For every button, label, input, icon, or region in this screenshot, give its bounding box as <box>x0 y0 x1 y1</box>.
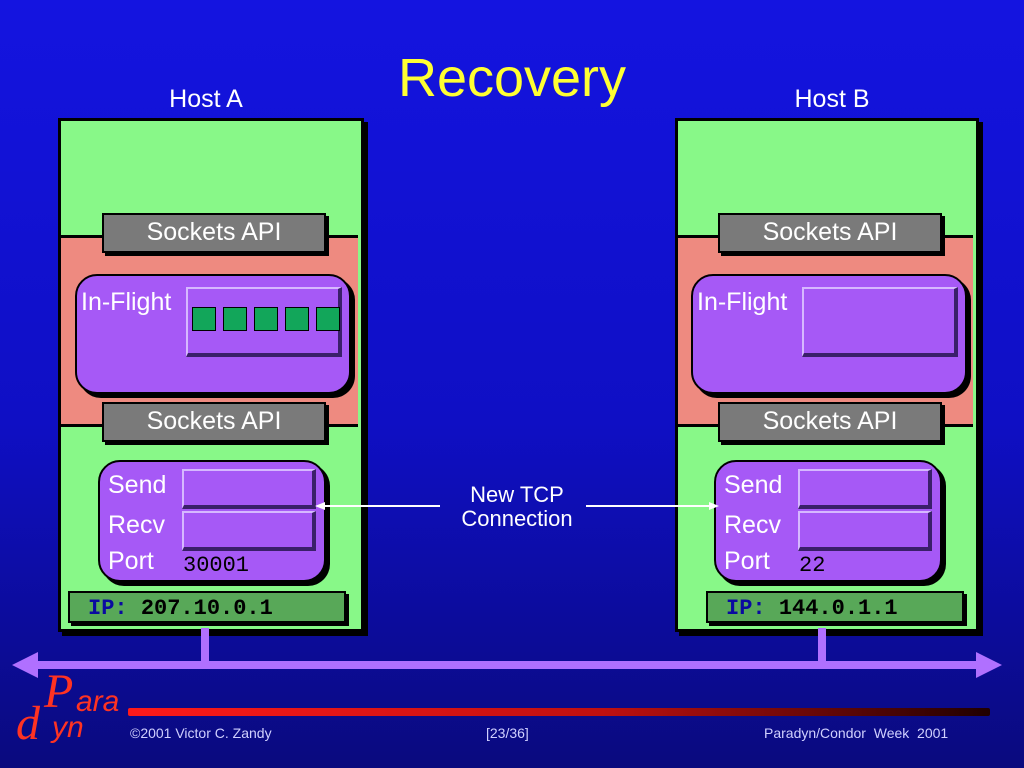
host-b-port-label: Port <box>724 547 770 575</box>
host-b-send-buffer <box>798 469 932 509</box>
slide-title: Recovery <box>397 48 627 108</box>
network-arrowhead-right <box>976 652 1002 678</box>
host-b-label: Host B <box>794 85 870 113</box>
tcp-arrowhead-right <box>709 502 719 510</box>
host-a-port-value: 30001 <box>183 553 250 578</box>
host-a-ip-label: IP: <box>88 596 128 621</box>
in-flight-packet <box>192 307 216 331</box>
host-b-recv-label: Recv <box>724 511 781 539</box>
in-flight-packet <box>254 307 278 331</box>
in-flight-packet <box>285 307 309 331</box>
host-b-lower-sockets-api: Sockets API <box>718 402 942 442</box>
host-b-ip-box: IP: 144.0.1.1 <box>706 591 964 623</box>
host-a-label: Host A <box>169 85 243 113</box>
host-a-upper-sockets-api: Sockets API <box>102 213 326 253</box>
in-flight-packet <box>316 307 340 331</box>
host-a-ip-value: 207.10.0.1 <box>140 596 273 621</box>
host-b-in-flight-label: In-Flight <box>697 288 788 316</box>
host-b-recv-buffer <box>798 511 932 551</box>
host-a-ip-box: IP: 207.10.0.1 <box>68 591 346 623</box>
network-bus <box>30 661 994 669</box>
tcp-arrowhead-left <box>315 502 325 510</box>
logo-letter-d: d <box>16 697 40 750</box>
in-flight-packet <box>223 307 247 331</box>
host-a-send-label: Send <box>108 471 167 499</box>
host-b-send-label: Send <box>724 471 783 499</box>
host-b-port-value: 22 <box>799 553 826 578</box>
host-a-port-label: Port <box>108 547 154 575</box>
host-b-network-drop <box>818 628 826 664</box>
host-a-lower-sockets-api: Sockets API <box>102 402 326 442</box>
host-a-recv-label: Recv <box>108 511 165 539</box>
logo-yn: yn <box>52 711 84 744</box>
host-a-send-buffer <box>182 469 316 509</box>
network-arrowhead-left <box>12 652 38 678</box>
host-a-packet-queue <box>192 307 342 333</box>
connection-label-line2: Connection <box>461 506 573 531</box>
connection-label-line1: New TCP <box>470 482 564 507</box>
host-a-recv-buffer <box>182 511 316 551</box>
footer-copyright: ©2001 Victor C. Zandy <box>130 725 272 741</box>
host-b-ip-label: IP: <box>726 596 766 621</box>
footer-rule <box>128 708 990 716</box>
paradyn-logo: P ara d yn <box>14 666 126 752</box>
host-a-network-drop <box>201 628 209 664</box>
host-b-in-flight-buffer <box>802 287 958 357</box>
logo-ara: ara <box>76 685 120 718</box>
host-a-in-flight-label: In-Flight <box>81 288 172 316</box>
logo-letter-p: P <box>44 665 74 718</box>
new-tcp-connection-label: New TCP Connection <box>437 483 597 531</box>
host-b-upper-sockets-api: Sockets API <box>718 213 942 253</box>
host-b-ip-value: 144.0.1.1 <box>778 596 898 621</box>
footer-event: Paradyn/Condor Week 2001 <box>764 725 949 741</box>
footer-page-number: [23/36] <box>486 725 529 741</box>
